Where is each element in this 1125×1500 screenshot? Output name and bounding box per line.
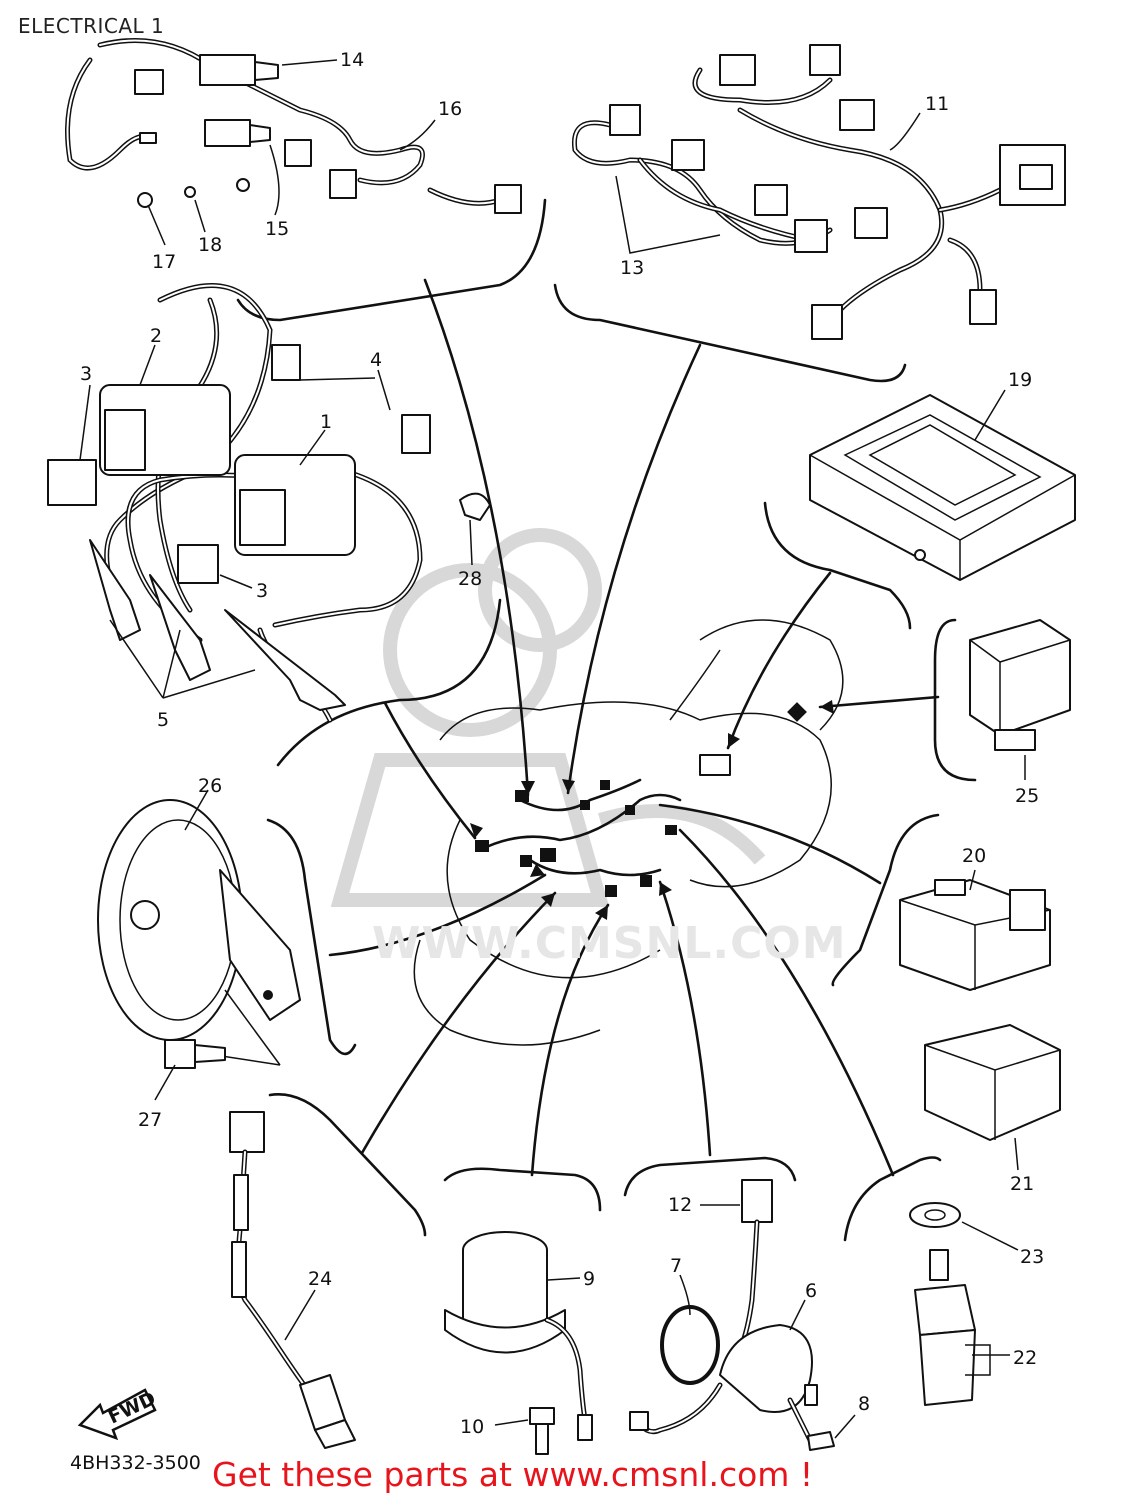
label-14: 14: [340, 49, 364, 71]
diagram-code: 4BH332-3500: [70, 1452, 201, 1474]
label-23: 23: [1020, 1246, 1044, 1268]
fwd-label: FWD: [105, 1388, 159, 1429]
label-6: 6: [805, 1280, 817, 1302]
label-25: 25: [1015, 785, 1039, 807]
watermark-logo: [330, 528, 766, 907]
horn-26: [97, 799, 301, 1069]
label-7: 7: [670, 1255, 682, 1277]
label-17: 17: [152, 251, 176, 273]
promo-link[interactable]: Get these parts at www.cmsnl.com !: [212, 1455, 814, 1494]
label-2: 2: [150, 325, 162, 347]
label-18: 18: [198, 234, 222, 256]
label-27: 27: [138, 1109, 162, 1131]
label-26: 26: [198, 775, 222, 797]
sub-harness-16: [65, 38, 522, 214]
label-9: 9: [583, 1268, 595, 1290]
label-8: 8: [858, 1393, 870, 1415]
label-1: 1: [320, 411, 332, 433]
label-28: 28: [458, 568, 482, 590]
callout-leaders: [79, 59, 1026, 1439]
relay-25: [969, 619, 1071, 751]
label-15: 15: [265, 218, 289, 240]
label-13: 13: [620, 257, 644, 279]
group-brackets: [236, 198, 977, 1242]
diagram-title: ELECTRICAL 1: [18, 14, 165, 38]
label-11: 11: [925, 93, 949, 115]
label-21: 21: [1010, 1173, 1034, 1195]
frame-outline: [413, 619, 844, 1046]
harness-cluster: [475, 702, 807, 897]
ignition-coil-group: [47, 283, 491, 723]
label-20: 20: [962, 845, 986, 867]
rectifier-20: [899, 879, 1051, 991]
ecu-19: [809, 394, 1076, 581]
flasher-relay-21: [924, 1024, 1061, 1141]
label-19: 19: [1008, 369, 1032, 391]
label-5: 5: [157, 709, 169, 731]
label-12: 12: [668, 1194, 692, 1216]
label-10: 10: [460, 1416, 484, 1438]
leader-lines: [328, 278, 940, 1177]
sensor-22: [909, 1202, 991, 1406]
sensor-9: [444, 1231, 593, 1455]
label-24: 24: [308, 1268, 332, 1290]
label-3a: 3: [80, 363, 92, 385]
label-3b: 3: [256, 580, 268, 602]
label-4: 4: [370, 349, 382, 371]
label-22: 22: [1013, 1347, 1037, 1369]
fwd-arrow-icon: FWD: [77, 1388, 159, 1441]
label-16: 16: [438, 98, 462, 120]
o2-sensor-24: [229, 1111, 356, 1449]
watermark-text: WWW.CMSNL.COM: [372, 918, 847, 969]
callout-labels: 14 16 15 17 18 11 13 2 3 4 1 3 28 5 19 2…: [80, 49, 1044, 1438]
wire-harness-11: [571, 44, 1066, 340]
sensor-6: [629, 1179, 835, 1451]
